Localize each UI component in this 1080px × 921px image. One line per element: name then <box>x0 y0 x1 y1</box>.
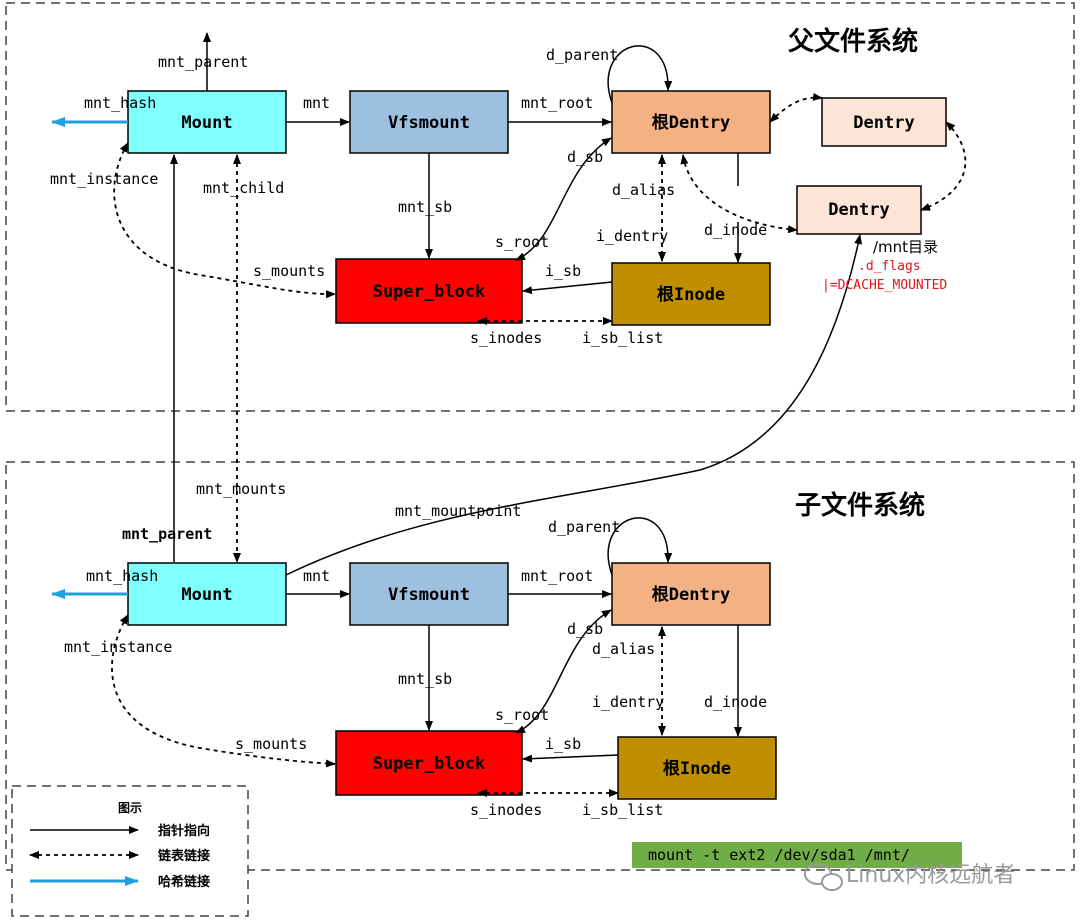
svg-text:mount -t ext2 /dev/sda1 /mnt/: mount -t ext2 /dev/sda1 /mnt/ <box>648 846 910 864</box>
legend-pointer-label: 指针指向 <box>158 823 210 839</box>
label-i-sb-list: i_sb_list <box>582 329 663 347</box>
svg-text:Super_block: Super_block <box>373 282 486 302</box>
svg-text:Dentry: Dentry <box>853 113 914 133</box>
parent-super-block-box: Super_block <box>335 258 523 324</box>
child-fs-region <box>5 461 1075 871</box>
svg-text:Mount: Mount <box>181 585 232 605</box>
label-mnt-root: mnt_root <box>521 94 593 112</box>
label-child-mnt-hash: mnt_hash <box>86 567 158 585</box>
child-fs-title: 子文件系统 <box>795 490 925 521</box>
label-child-mnt-root: mnt_root <box>521 567 593 585</box>
label-child-d-parent: d_parent <box>548 518 620 536</box>
label-d-sb: d_sb <box>567 148 603 166</box>
label-mnt-sb: mnt_sb <box>398 198 452 216</box>
label-child-s-mounts: s_mounts <box>235 735 307 753</box>
label-child-mnt-parent: mnt_parent <box>122 525 212 543</box>
parent-dentry-link-1 <box>769 92 823 123</box>
label-d-alias: d_alias <box>612 181 675 199</box>
svg-text:Vfsmount: Vfsmount <box>388 113 470 133</box>
svg-text:根Inode: 根Inode <box>657 284 725 305</box>
svg-text:Super_block: Super_block <box>373 754 486 774</box>
label-child-i-sb-list: i_sb_list <box>582 801 663 819</box>
legend-hash-label: 哈希链接 <box>158 874 210 890</box>
parent-root-inode-box: 根Inode <box>611 262 771 326</box>
label-mnt-hash: mnt_hash <box>84 94 156 112</box>
label-d-parent: d_parent <box>546 46 618 64</box>
label-child-s-root: s_root <box>495 706 549 724</box>
svg-text:Linux内核远航者: Linux内核远航者 <box>846 863 1015 888</box>
svg-text:根Dentry: 根Dentry <box>652 112 730 133</box>
child-mnt-instance-link <box>111 614 336 768</box>
parent-d-sb-s-root <box>515 137 612 261</box>
label-s-inodes: s_inodes <box>470 329 542 347</box>
label-i-sb: i_sb <box>545 262 581 280</box>
label-child-mnt-instance: mnt_instance <box>64 638 172 656</box>
parent-dentry-box-2: Dentry <box>796 185 922 235</box>
svg-text:Mount: Mount <box>181 113 232 133</box>
svg-text:Dentry: Dentry <box>828 200 889 220</box>
watermark: Linux内核远航者 <box>804 863 1015 891</box>
legend: 图示 指针指向 链表链接 哈希链接 <box>11 785 249 917</box>
label-child-mnt: mnt <box>303 567 330 585</box>
label-mnt-mountpoint: mnt_mountpoint <box>395 502 521 520</box>
parent-vfsmount-box: Vfsmount <box>349 90 509 154</box>
label-d-flags: .d_flags <box>858 259 921 274</box>
label-child-d-alias: d_alias <box>592 640 655 658</box>
label-mnt-instance: mnt_instance <box>50 170 158 188</box>
legend-list-label: 链表链接 <box>157 848 210 864</box>
parent-fs-title: 父文件系统 <box>788 26 918 57</box>
label-i-dentry: i_dentry <box>596 227 668 245</box>
legend-title: 图示 <box>118 801 142 815</box>
parent-root-dentry-box: 根Dentry <box>611 90 771 154</box>
label-child-i-sb: i_sb <box>545 735 581 753</box>
mnt-mountpoint-arrow <box>285 234 863 576</box>
child-super-block-box: Super_block <box>335 730 523 796</box>
parent-i-sb-arrow <box>522 281 613 295</box>
parent-dentry-box-1: Dentry <box>821 97 947 147</box>
parent-fs-region <box>5 2 1075 412</box>
svg-text:根Inode: 根Inode <box>663 758 731 779</box>
label-mnt-dir: /mnt目录 <box>873 238 938 256</box>
label-mnt-child: mnt_child <box>203 179 284 197</box>
svg-text:Vfsmount: Vfsmount <box>388 585 470 605</box>
label-mnt: mnt <box>303 94 330 112</box>
child-vfsmount-box: Vfsmount <box>349 562 509 626</box>
label-mnt-parent: mnt_parent <box>158 53 248 71</box>
label-child-mnt-sb: mnt_sb <box>398 670 452 688</box>
parent-dentry-link-3 <box>680 154 798 234</box>
label-d-inode: d_inode <box>704 221 767 239</box>
label-child-s-inodes: s_inodes <box>470 801 542 819</box>
label-child-i-dentry: i_dentry <box>592 693 664 711</box>
mount-command: mount -t ext2 /dev/sda1 /mnt/ <box>632 842 962 868</box>
label-s-root: s_root <box>495 233 549 251</box>
child-root-inode-box: 根Inode <box>617 736 777 800</box>
child-d-parent-loop <box>607 517 673 576</box>
label-mnt-mounts: mnt_mounts <box>196 480 286 498</box>
child-d-sb-s-root <box>515 609 612 734</box>
parent-dentry-link-2 <box>920 121 967 211</box>
label-s-mounts: s_mounts <box>253 262 325 280</box>
child-i-sb-arrow <box>522 754 619 763</box>
label-child-d-sb: d_sb <box>567 620 603 638</box>
child-root-dentry-box: 根Dentry <box>611 562 771 626</box>
label-child-d-inode: d_inode <box>704 693 767 711</box>
parent-d-parent-loop <box>607 45 673 104</box>
label-dcache-mounted: |=DCACHE_MOUNTED <box>822 278 947 293</box>
svg-text:根Dentry: 根Dentry <box>652 584 730 605</box>
wechat-icon <box>804 863 843 891</box>
